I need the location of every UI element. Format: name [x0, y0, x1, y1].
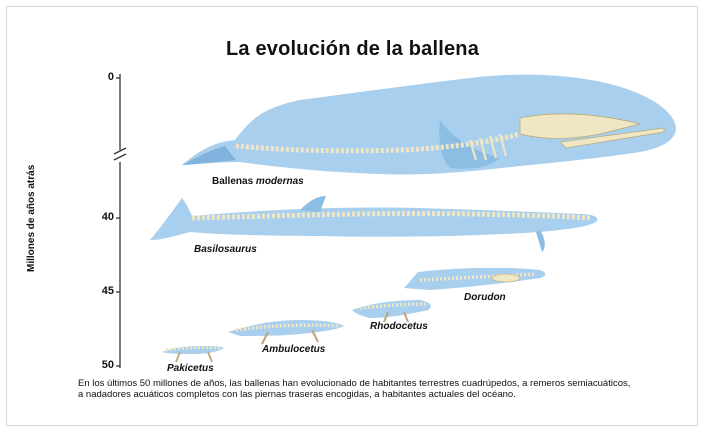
label-rhodocetus: Rhodocetus [370, 321, 428, 332]
dorudon-illustration [404, 268, 545, 290]
modern-whale-illustration [182, 75, 676, 175]
time-axis [114, 74, 126, 368]
label-ambulocetus: Ambulocetus [262, 344, 325, 355]
y-axis-label: Millones de años atrás [26, 122, 42, 272]
label-modern-whales: Ballenas modernas [212, 176, 304, 187]
label-pakicetus: Pakicetus [167, 363, 214, 374]
tick-label-0: 0 [88, 71, 114, 83]
label-dorudon: Dorudon [464, 292, 506, 303]
label-basilosaurus: Basilosaurus [194, 244, 257, 255]
tick-label-50: 50 [88, 359, 114, 371]
tick-label-45: 45 [88, 285, 114, 297]
figure-caption: En los últimos 50 millones de años, las … [78, 378, 638, 400]
label-modern-italic: modernas [256, 176, 304, 187]
rhodocetus-illustration [352, 300, 431, 322]
ambulocetus-illustration [228, 320, 344, 344]
pakicetus-illustration [162, 346, 224, 362]
label-modern-prefix: Ballenas [212, 176, 256, 187]
tick-label-40: 40 [88, 211, 114, 223]
